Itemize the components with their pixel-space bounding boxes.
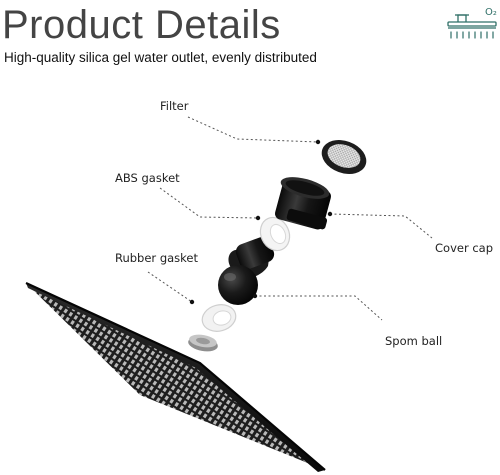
shower-head-icon [447, 14, 497, 39]
callout-cover-cap: Cover cap [435, 241, 493, 255]
callout-spom-ball: Spom ball [385, 334, 443, 348]
leader-lines [147, 116, 433, 321]
spom-ball-part [218, 236, 275, 305]
rubber-gasket-part [201, 304, 237, 332]
callout-filter: Filter [160, 99, 189, 113]
page-subtitle: High-quality silica gel water outlet, ev… [4, 50, 317, 65]
leader-dots [189, 139, 333, 305]
callout-rubber-gasket: Rubber gasket [115, 251, 198, 265]
callout-abs-gasket: ABS gasket [115, 171, 180, 185]
o2-badge-text: O₂ [485, 7, 497, 18]
flat-washer [188, 334, 218, 352]
cover-cap-part [275, 177, 331, 230]
page-title: Product Details [2, 3, 281, 47]
filter-part [321, 140, 367, 174]
abs-gasket-part [259, 216, 291, 252]
shower-plate [25, 282, 326, 472]
